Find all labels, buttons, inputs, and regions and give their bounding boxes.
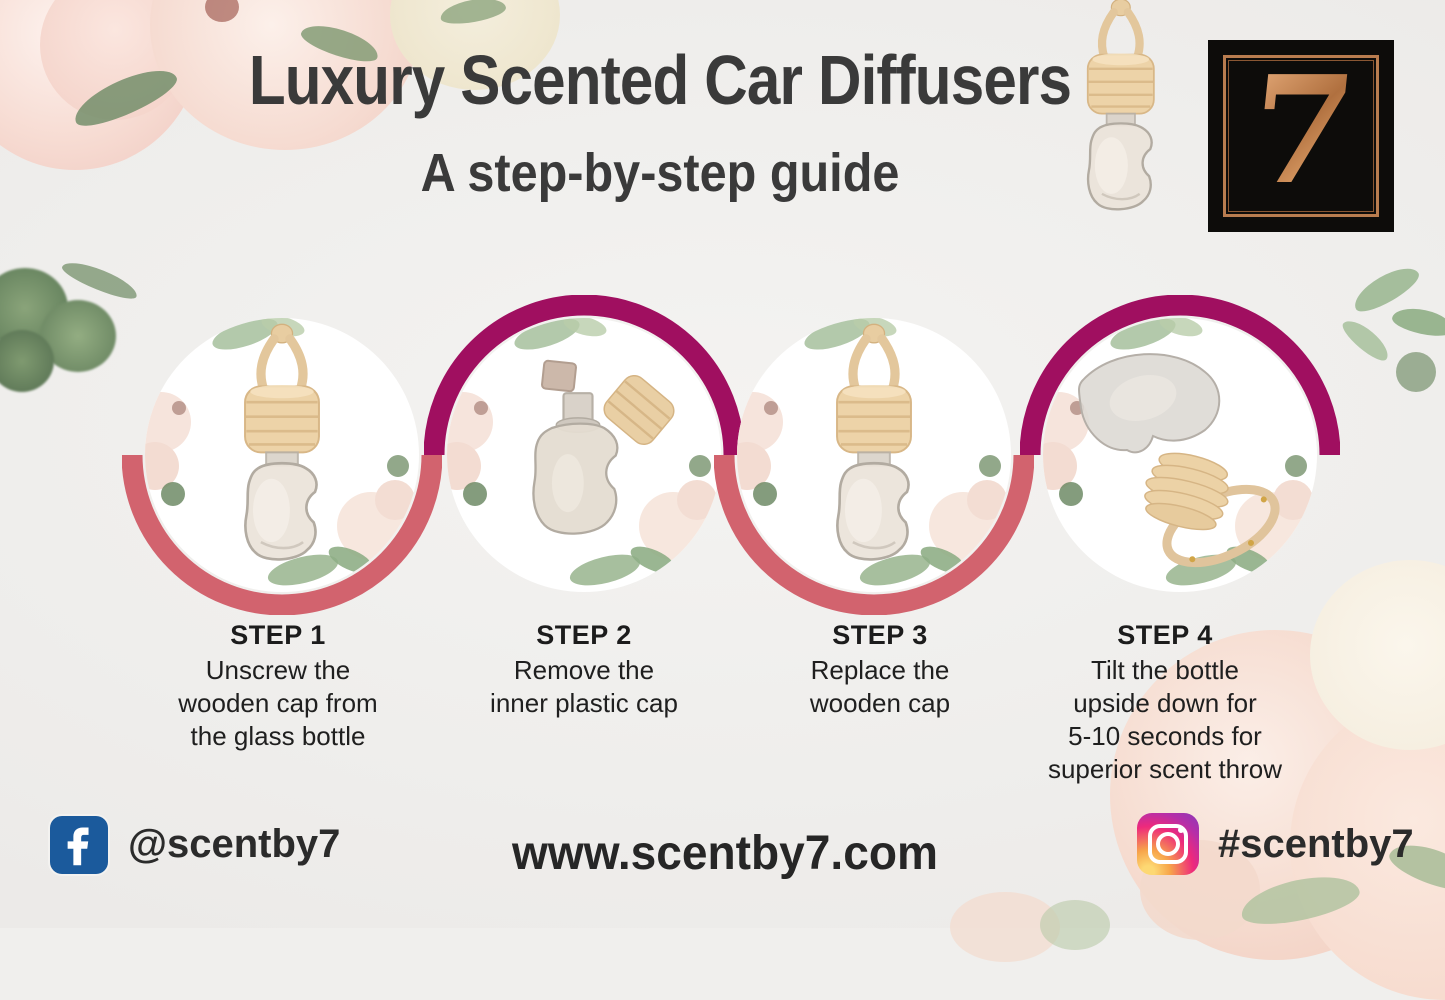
step3-ring — [714, 454, 1034, 615]
removed-wooden-cap — [603, 374, 675, 446]
step3-photo — [737, 318, 1011, 592]
step4-illustration — [1043, 318, 1313, 592]
footer: @scentby7 www.scentby7.com #scentby7 — [0, 808, 1445, 888]
step1-circle — [122, 295, 442, 615]
step1-description: Unscrew the wooden cap from the glass bo… — [178, 655, 378, 752]
instagram-icon-dot — [1178, 827, 1184, 833]
step3-description: Replace the wooden cap — [809, 655, 951, 719]
step1-photo — [145, 318, 419, 592]
step3-label: STEP 3 — [832, 620, 928, 650]
instagram-icon-lens — [1156, 832, 1180, 856]
step4-label: STEP 4 — [1117, 620, 1213, 650]
step3-text: STEP 3 Replace the wooden cap — [710, 620, 1050, 720]
step2-illustration — [447, 318, 717, 592]
tilted-glass-bottle — [1078, 353, 1221, 454]
facebook-handle: @scentby7 — [128, 822, 341, 866]
header: Luxury Scented Car Diffusers A step-by-s… — [160, 40, 1160, 204]
step2-circle — [424, 295, 744, 615]
step2-description: Remove the inner plastic cap — [490, 655, 678, 719]
step2-text: STEP 2 Remove the inner plastic cap — [414, 620, 754, 720]
step2-photo — [447, 318, 721, 592]
step4-photo — [1043, 318, 1317, 592]
step4-circle — [1020, 295, 1340, 615]
instagram-icon-frame — [1148, 824, 1188, 864]
step4-text: STEP 4 Tilt the bottle upside down for 5… — [995, 620, 1335, 786]
logo-seven: 7 — [1240, 43, 1363, 217]
step2-label: STEP 2 — [536, 620, 632, 650]
page-title: Luxury Scented Car Diffusers — [248, 41, 1072, 119]
instagram-icon — [1137, 813, 1199, 875]
hanging-diffuser-image — [1040, 0, 1210, 242]
brand-logo: 7 — [1208, 40, 1394, 232]
instagram-hashtag: #scentby7 — [1218, 822, 1414, 866]
step4-ring — [1020, 295, 1340, 456]
page-subtitle: A step-by-step guide — [420, 143, 900, 203]
step1-label: STEP 1 — [230, 620, 326, 650]
step1-ring — [122, 454, 442, 615]
open-bottle — [532, 392, 619, 535]
inner-plastic-cap — [541, 359, 577, 393]
step4-description: Tilt the bottle upside down for 5-10 sec… — [1047, 655, 1283, 785]
step1-text: STEP 1 Unscrew the wooden cap from the g… — [108, 620, 448, 753]
facebook-icon — [50, 816, 108, 874]
website-url: www.scentby7.com — [512, 827, 938, 880]
logo-frame — [1223, 55, 1379, 217]
wooden-cap-tilted — [1144, 452, 1229, 531]
step3-circle — [714, 295, 1034, 615]
step2-ring — [424, 295, 744, 456]
